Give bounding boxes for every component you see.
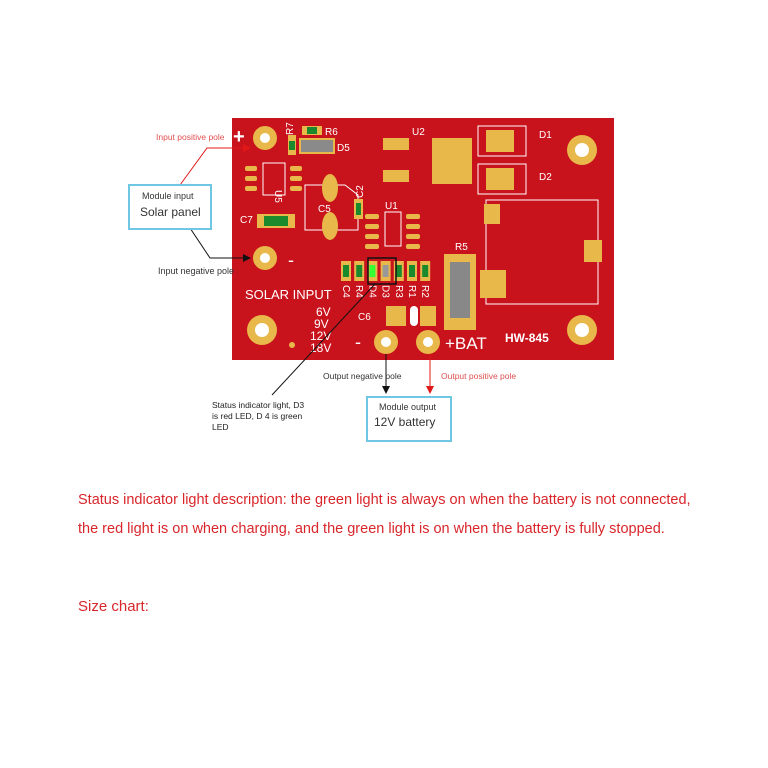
bat-label: +BAT	[445, 334, 487, 353]
voltage-6v: 6V	[316, 305, 331, 319]
svg-text:U1: U1	[385, 201, 398, 212]
model-label: HW-845	[505, 331, 549, 345]
voltage-9v: 9V	[314, 317, 329, 331]
input-negative-arrow	[189, 227, 251, 262]
output-positive-label: Output positive pole	[441, 371, 517, 381]
voltage-12v: 12V	[310, 329, 331, 343]
input-negative-label: Input negative pole	[158, 266, 235, 276]
svg-text:R6: R6	[325, 127, 338, 138]
svg-text:R7: R7	[285, 122, 296, 135]
smd-part	[343, 265, 349, 277]
svg-text:C6: C6	[358, 312, 371, 323]
row-label-r3: R3	[393, 285, 404, 298]
svg-text:D1: D1	[539, 130, 552, 141]
output-negative-label: Output negative pole	[323, 371, 402, 381]
row-label-r1: R1	[406, 285, 417, 298]
solar-input-label: SOLAR INPUT	[245, 287, 332, 302]
smd-part	[356, 265, 363, 277]
svg-text:C2: C2	[355, 185, 366, 198]
voltage-18v: 18V	[310, 341, 331, 355]
row-label-c4: C4	[340, 285, 351, 298]
module-output-title: Module output	[379, 402, 437, 412]
svg-text:D2: D2	[539, 172, 552, 183]
row-label-d4: D4	[366, 285, 377, 298]
svg-text:R5: R5	[455, 242, 468, 253]
input-positive-label: Input positive pole	[156, 132, 225, 142]
pads	[247, 126, 597, 354]
description-line-2: the red light is on when charging, and t…	[78, 521, 665, 537]
minus-label: -	[288, 250, 294, 270]
smd-part	[395, 265, 402, 277]
led-row	[341, 261, 431, 281]
smd-part	[409, 265, 415, 277]
svg-text:U5: U5	[272, 190, 283, 203]
svg-text:C5: C5	[318, 204, 331, 215]
row-label-d3: D3	[380, 285, 391, 298]
plus-label: +	[233, 126, 245, 148]
description-line-1: Status indicator light description: the …	[78, 492, 691, 508]
row-label-r2: R2	[419, 285, 430, 298]
module-input-value: Solar panel	[140, 205, 201, 219]
row-label-r4: R4	[353, 285, 364, 298]
module-input-title: Module input	[142, 191, 194, 201]
input-positive-arrow	[179, 144, 251, 186]
status-light-label: Status indicator light, D3 is red LED, D…	[212, 400, 305, 432]
green-led-d4	[369, 265, 376, 277]
size-chart-heading: Size chart:	[78, 598, 149, 615]
svg-text:C7: C7	[240, 215, 253, 226]
svg-text:D5: D5	[337, 143, 350, 154]
output-minus-label: -	[355, 332, 361, 352]
svg-text:U2: U2	[412, 127, 425, 138]
red-led-d3	[382, 265, 389, 277]
components	[245, 125, 602, 330]
status-led-highlight	[367, 257, 397, 285]
module-input-box: Module input Solar panel	[128, 184, 212, 230]
status-light-pointer	[271, 283, 376, 396]
module-output-box: Module output 12V battery	[366, 396, 452, 442]
smd-part	[422, 265, 429, 277]
module-output-value: 12V battery	[374, 415, 436, 429]
